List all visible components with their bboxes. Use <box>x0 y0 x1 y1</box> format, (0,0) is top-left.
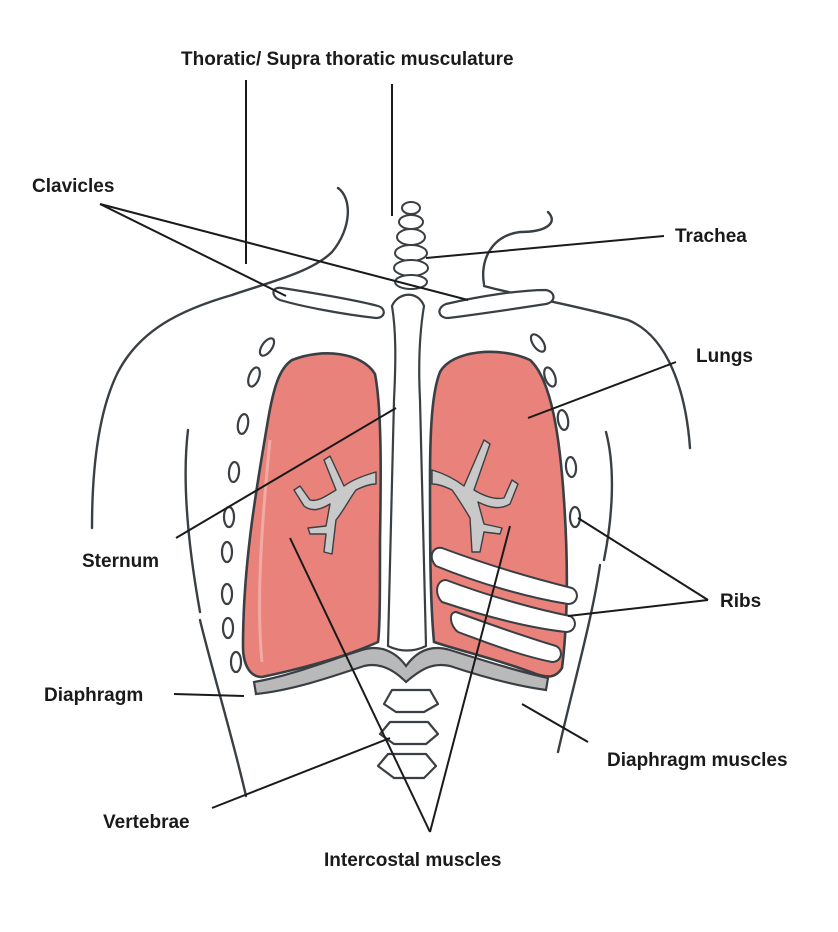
rib-dash <box>222 505 236 529</box>
vertebra <box>382 688 440 714</box>
trachea-ring <box>394 274 428 290</box>
rib-dash <box>543 366 557 388</box>
rib-dash <box>556 409 570 431</box>
rib-dashes-left <box>220 337 276 674</box>
leader-sternum <box>175 407 397 539</box>
label-diaphragm-muscles: Diaphragm muscles <box>607 750 788 771</box>
trachea-ring <box>401 201 421 215</box>
rib-lower <box>436 578 576 634</box>
label-intercostal: Intercostal muscles <box>324 850 501 871</box>
label-clavicles: Clavicles <box>32 176 114 197</box>
labels: Thoratic/ Supra thoratic musculature Cla… <box>32 49 788 871</box>
leader-intercostal-2 <box>429 525 511 833</box>
waist-right <box>556 563 602 754</box>
label-ribs: Ribs <box>720 591 761 612</box>
trachea-ring <box>394 244 428 262</box>
rib-dash <box>220 540 234 564</box>
rib-dash <box>236 413 250 435</box>
leader-trachea <box>425 235 665 259</box>
vertebra <box>376 752 438 780</box>
leader-lines <box>99 80 709 833</box>
leader-intercostal-1 <box>289 537 431 833</box>
waist-left <box>198 618 248 798</box>
label-trachea: Trachea <box>675 226 747 247</box>
lower-ribs-right <box>430 546 578 664</box>
rib-dash <box>247 366 261 388</box>
leader-ribs-1 <box>577 517 709 601</box>
clavicle-left <box>272 286 385 320</box>
trachea-ring <box>398 214 424 230</box>
rib-dash <box>529 333 547 353</box>
leader-clavicle-2 <box>99 203 469 301</box>
leader-lungs <box>527 361 677 419</box>
rib-dash <box>564 455 578 479</box>
rib-dashes-right <box>529 333 582 529</box>
leader-vertebrae <box>211 737 391 809</box>
trachea-ring <box>396 228 426 246</box>
label-vertebrae: Vertebrae <box>103 812 190 833</box>
rib-dash <box>220 582 234 606</box>
shoulder-left <box>90 293 234 530</box>
vertebrae-column <box>376 688 440 780</box>
arm-left-inner <box>184 428 202 614</box>
arm-right-inner <box>602 430 614 562</box>
leader-diaphragm-muscles <box>521 703 589 743</box>
leader-diaphragm <box>173 693 245 697</box>
lung-highlight <box>258 439 272 663</box>
sternum-bone <box>386 293 428 652</box>
label-sternum: Sternum <box>82 551 159 572</box>
right-bronchial-tree <box>431 439 519 553</box>
vertebra <box>378 720 440 746</box>
rib-dash <box>258 337 276 357</box>
leader-clavicle-1 <box>99 203 287 297</box>
trachea-ring <box>393 259 429 277</box>
label-lungs: Lungs <box>696 346 753 367</box>
label-thoratic: Thoratic/ Supra thoratic musculature <box>181 49 514 70</box>
neck-right <box>481 210 553 286</box>
trachea-rings <box>393 201 429 290</box>
rib-dash <box>229 650 243 674</box>
rib-dash <box>221 616 235 640</box>
rib-dash <box>568 505 582 529</box>
label-diaphragm: Diaphragm <box>44 685 143 706</box>
clavicle-right <box>438 288 555 320</box>
leader-ribs-2 <box>567 599 709 617</box>
rib-lower <box>450 610 562 664</box>
rib-lower <box>430 546 578 606</box>
left-bronchial-tree <box>293 455 377 555</box>
rib-dash <box>227 460 241 484</box>
